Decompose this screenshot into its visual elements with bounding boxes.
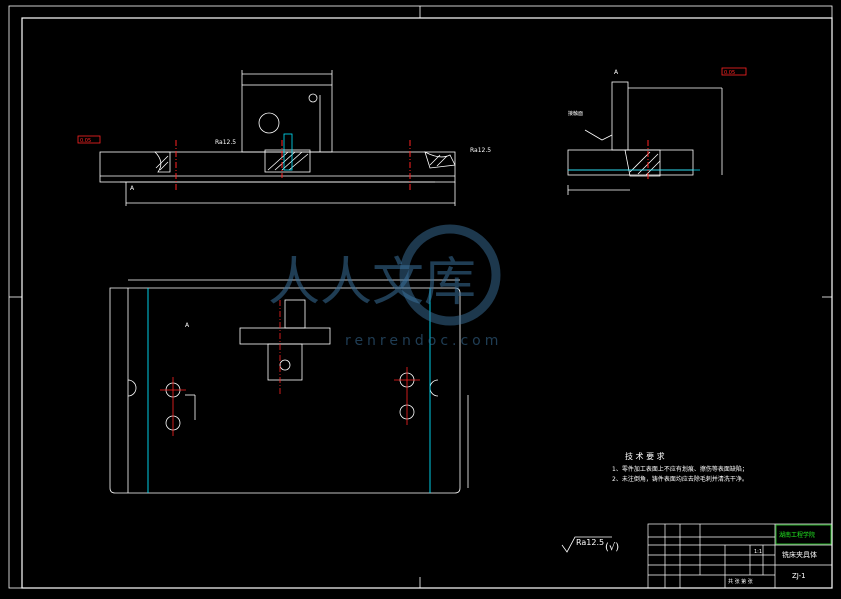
school-name: 湖南工程学院 — [779, 531, 815, 539]
tolerance-value-left: 0.05 — [80, 138, 91, 144]
label-a-side: A — [614, 69, 619, 76]
side-note: 接触面 — [568, 110, 583, 117]
label-a-plan: A — [185, 322, 190, 329]
finish-paren: (√) — [605, 542, 619, 553]
general-finish-symbol: Ra12.5 (√) — [561, 536, 619, 553]
sheet-label: 共 张 第 张 — [728, 578, 753, 585]
surface-finish-top: Ra12.5 — [215, 139, 236, 146]
drawing-number: ZJ-1 — [792, 572, 806, 580]
watermark-cn: 人人文库 — [268, 253, 476, 313]
inner-frame — [21, 17, 833, 589]
drawing-name: 铣床夹具体 — [782, 550, 817, 559]
tolerance-frame-left — [77, 135, 101, 144]
technical-requirements: 技 术 要 求 1、零件加工表面上不应有划痕、擦伤等表面缺陷； 2、未注倒角，铸… — [612, 451, 748, 483]
tech-req-item-1: 1、零件加工表面上不应有划痕、擦伤等表面缺陷； — [612, 465, 748, 473]
tech-req-item-2: 2、未注倒角，铸件表面均应去除毛刺并清洗干净。 — [612, 475, 748, 483]
tolerance-frame-right — [721, 67, 747, 76]
label-a-front: A — [130, 185, 135, 192]
title-block — [647, 523, 833, 589]
tech-req-title: 技 术 要 求 — [625, 451, 665, 461]
tolerance-value-right: 0.05 — [724, 70, 735, 76]
surface-finish-right: Ra12.5 — [470, 147, 491, 154]
front-view — [99, 70, 456, 206]
finish-value: Ra12.5 — [576, 538, 604, 547]
watermark-en: renrendoc.com — [345, 333, 502, 349]
scale-value: 1:1 — [754, 549, 762, 555]
school-box — [775, 524, 832, 545]
watermark: 人人文库 renrendoc.com — [268, 224, 502, 349]
side-view — [567, 81, 723, 195]
